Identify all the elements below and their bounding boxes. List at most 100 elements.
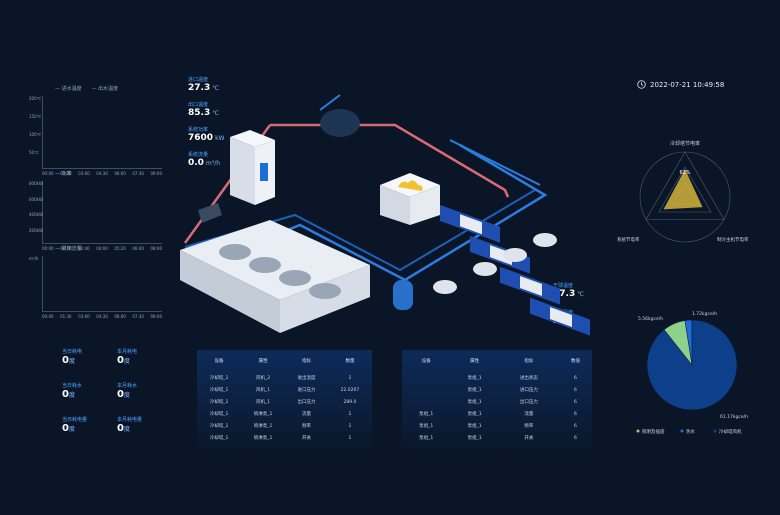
cooling-tower-unit: [180, 220, 370, 333]
x-tick-label: 01:30: [60, 314, 72, 319]
chart-legend: — 功率: [55, 170, 162, 177]
x-tick-label: 00:00: [42, 314, 54, 319]
table-cell: 6: [574, 375, 577, 381]
stat-value: 0度: [62, 389, 75, 400]
legend-label: 冷却塔风机: [719, 428, 742, 435]
table-cell: 流量: [302, 412, 312, 417]
radar-outer-ring: [639, 151, 731, 243]
table-cell: 6: [574, 435, 577, 441]
plant-diagram: [180, 94, 590, 336]
table-cell: 冷却塔_1: [209, 436, 229, 441]
y-tick-label: 200kW: [29, 227, 43, 233]
table-cell: 流量: [524, 412, 534, 417]
pie-data-label: 1.72kgce/h: [692, 311, 717, 317]
table-cell: 冷却塔_1: [209, 424, 229, 429]
table-cell: 冷却塔_1: [209, 412, 229, 417]
table-cell: 开关: [302, 436, 312, 441]
table-cell: 进口压力: [297, 388, 316, 393]
x-tick-label: 06:40: [132, 246, 144, 251]
table-cell: 喷淋泵_1: [253, 436, 273, 441]
x-tick-label: 01:20: [60, 246, 72, 251]
legend-item: — 累积流量: [55, 246, 82, 252]
y-tick-label: 200℃: [29, 96, 42, 101]
y-tick-label: m³/h: [29, 256, 39, 261]
table-header-cell: 指标: [524, 359, 534, 364]
radar-grid-ring: [658, 166, 712, 213]
table-cell: 出口压力: [297, 400, 316, 405]
chart-legend: — 进水温度— 出水温度: [55, 85, 162, 92]
tank: [393, 280, 413, 310]
pie-slice: [646, 319, 738, 411]
y-tick-label: 50℃: [29, 150, 39, 155]
table-cell: [402, 396, 450, 408]
x-tick-label: 04:00: [96, 246, 108, 251]
table-cell: 频率: [302, 424, 312, 429]
table-cell: 喷淋泵_1: [253, 424, 273, 429]
y-tick-label: 800kW: [29, 181, 43, 186]
stat-label: 当日耗电: [62, 349, 83, 355]
radar-value-label: 62%: [679, 170, 690, 176]
stat-value: 0度: [62, 423, 75, 434]
x-tick-label: 07:30: [132, 314, 144, 319]
table-header-cell: 数量: [345, 359, 355, 364]
stat-value: 0度: [62, 355, 75, 366]
laptop: [198, 203, 222, 223]
legend-label: 照明及插座: [642, 428, 665, 435]
x-tick-label: 03:00: [78, 314, 90, 319]
radar-area: [663, 169, 703, 210]
table-cell: 1: [348, 411, 352, 417]
pie-data-label: 5.56kgce/h: [638, 316, 663, 322]
x-tick-label: 05:20: [114, 246, 126, 251]
legend-dot: [713, 429, 717, 433]
table-cell: 泵组_1: [467, 388, 482, 393]
x-tick-label: 08:00: [150, 246, 162, 251]
x-tick-label: 04:30: [96, 171, 108, 176]
stat-label: 当日耗水: [62, 383, 83, 389]
x-tick-label: 00:00: [42, 246, 54, 251]
x-tick-label: 06:00: [114, 171, 126, 176]
pie-chart: 5.56kgce/h1.72kgce/h61.17kgce/h照明及插座热水冷却…: [636, 311, 748, 435]
table-cell: 冷却塔_1: [209, 376, 229, 381]
legend-item: — 进水温度: [55, 86, 82, 92]
table-cell: 泵组_1: [419, 424, 434, 429]
x-tick-label: 01:30: [60, 171, 72, 176]
table-cell: 泵组_1: [467, 436, 482, 441]
compressor-units: [440, 204, 590, 336]
y-tick-label: 150℃: [29, 114, 42, 119]
table-cell: 泵组_1: [467, 376, 482, 381]
pie-data-label: 61.17kgce/h: [720, 414, 748, 420]
table-cell: 泵组_1: [467, 412, 482, 417]
stat-label: 当日耗电量: [62, 417, 88, 423]
table-cell: 泵组_1: [419, 436, 434, 441]
table-header-cell: 设备: [421, 359, 431, 364]
table-cell: 289.0: [343, 399, 357, 405]
stat-value: 0度: [117, 423, 130, 434]
table-cell: 出口压力: [519, 400, 538, 405]
table-cell: 泵组_1: [419, 412, 434, 417]
stat-value: 0度: [117, 355, 130, 366]
table-cell: 6: [574, 411, 577, 417]
x-tick-label: 00:00: [42, 171, 54, 176]
legend-dot: [636, 429, 640, 433]
